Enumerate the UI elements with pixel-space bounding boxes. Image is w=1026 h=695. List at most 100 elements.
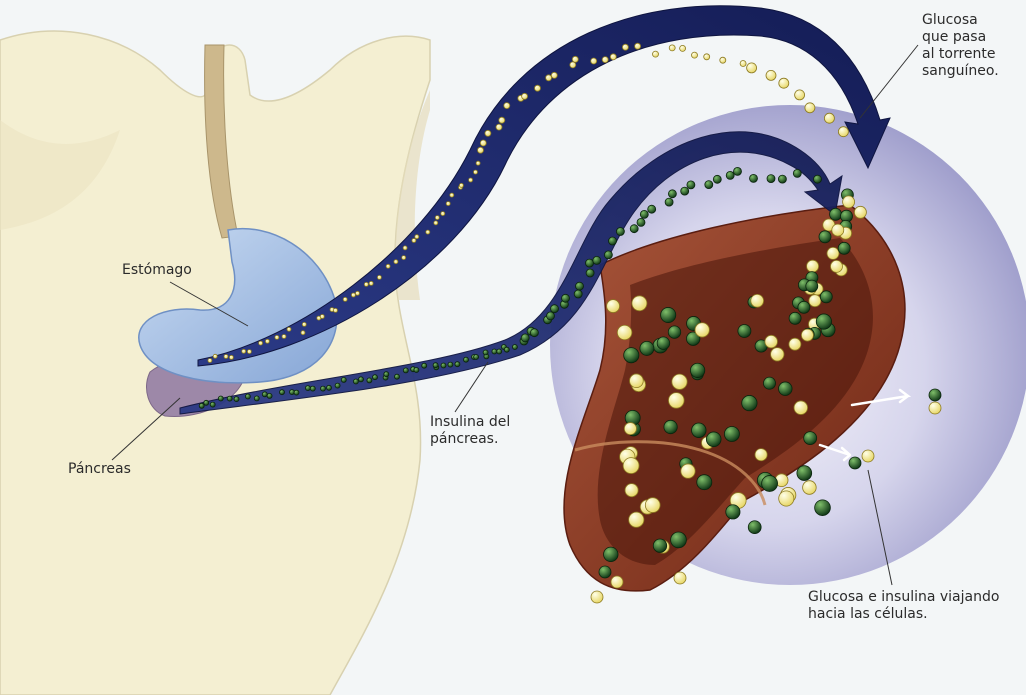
insulin-particle-icon (797, 466, 812, 481)
insulin-particle-icon (373, 375, 378, 380)
glucose-particle-icon (572, 56, 578, 62)
glucose-particle-icon (862, 450, 874, 462)
glucose-particle-icon (674, 572, 686, 584)
glucose-particle-icon (622, 44, 628, 50)
insulin-particle-icon (681, 187, 689, 195)
glucose-particle-icon (669, 45, 675, 51)
glucose-particle-icon (681, 464, 695, 478)
insulin-particle-icon (384, 372, 389, 377)
glucose-particle-icon (807, 260, 819, 272)
glucose-particle-icon (843, 196, 855, 208)
insulin-particle-icon (804, 432, 817, 445)
insulin-particle-icon (830, 208, 842, 220)
insulin-particle-icon (586, 269, 594, 277)
glucose-stream-line3: al torrente (922, 46, 996, 62)
insulin-particle-icon (422, 363, 427, 368)
glucose-particle-icon (469, 178, 473, 182)
insulin-particle-icon (562, 294, 570, 302)
insulin-particle-icon (750, 174, 758, 182)
insulin-particle-icon (687, 181, 695, 189)
insulin-particle-icon (199, 403, 204, 408)
glucose-particle-icon (629, 512, 644, 527)
glucose-particle-icon (755, 449, 767, 461)
insulin-label-line1: Insulina del (430, 414, 510, 430)
insulin-particle-icon (441, 363, 446, 368)
insulin-particle-icon (697, 475, 712, 490)
insulin-particle-icon (806, 280, 818, 292)
glucose-particle-icon (624, 423, 636, 435)
insulin-particle-icon (353, 379, 358, 384)
insulin-particle-icon (218, 396, 223, 401)
insulin-particle-icon (551, 305, 559, 313)
glucose-particle-icon (929, 402, 941, 414)
glucose-particle-icon (838, 127, 848, 137)
glucose-particle-icon (535, 85, 541, 91)
insulin-label-line2: páncreas. (430, 431, 498, 447)
insulin-particle-icon (814, 175, 822, 183)
insulin-particle-icon (849, 457, 861, 469)
glucose-particle-icon (771, 348, 784, 361)
glucose-particle-icon (426, 230, 430, 234)
glucose-particle-icon (275, 335, 279, 339)
insulin-particle-icon (547, 312, 555, 320)
insulin-particle-icon (234, 397, 239, 402)
glucose-particle-icon (551, 72, 557, 78)
insulin-particle-icon (604, 251, 612, 259)
glucose-particle-icon (607, 300, 620, 313)
glucose-stream-label: Glucosa que pasa al torrente sanguíneo. (922, 12, 1022, 80)
glucose-particle-icon (474, 170, 478, 174)
glucose-particle-icon (794, 401, 808, 415)
glucose-particle-icon (351, 293, 355, 297)
insulin-particle-icon (321, 386, 326, 391)
glucose-particle-icon (824, 113, 834, 123)
glucose-particle-icon (302, 322, 306, 326)
insulin-particle-icon (586, 259, 594, 267)
insulin-particle-icon (661, 307, 676, 322)
insulin-particle-icon (742, 395, 757, 410)
insulin-particle-icon (734, 167, 742, 175)
insulin-particle-icon (504, 347, 509, 352)
insulin-particle-icon (599, 566, 611, 578)
glucose-particle-icon (591, 58, 597, 64)
glucose-particle-icon (434, 221, 438, 225)
insulin-particle-icon (692, 423, 707, 438)
insulin-particle-icon (367, 378, 372, 383)
insulin-particle-icon (929, 389, 941, 401)
glucose-particle-icon (504, 103, 510, 109)
glucose-particle-icon (854, 206, 866, 218)
insulin-particle-icon (706, 432, 721, 447)
glucose-particle-icon (653, 51, 659, 57)
insulin-particle-icon (726, 505, 740, 519)
insulin-particle-icon (762, 476, 778, 492)
insulin-particle-icon (690, 363, 704, 377)
glucose-particle-icon (611, 576, 623, 588)
insulin-particle-icon (294, 390, 299, 395)
insulin-particle-icon (763, 377, 775, 389)
glucose-particle-icon (546, 75, 552, 81)
glucose-particle-icon (668, 393, 684, 409)
glucose-particle-icon (356, 291, 360, 295)
stomach-label-text: Estómago (122, 262, 192, 278)
glucose-particle-icon (602, 57, 608, 63)
glucose-particle-icon (485, 130, 491, 136)
insulin-particle-icon (604, 547, 618, 561)
insulin-particle-icon (820, 291, 832, 303)
glucose-particle-icon (320, 315, 324, 319)
pancreas-label: Páncreas (68, 461, 131, 478)
glucose-particle-icon (692, 52, 698, 58)
glucose-particle-icon (805, 103, 815, 113)
glucose-particle-icon (301, 331, 305, 335)
insulin-particle-icon (492, 349, 497, 354)
glucose-particle-icon (229, 355, 233, 359)
glucose-particle-icon (334, 308, 338, 312)
glucose-particle-icon (478, 147, 484, 153)
glucose-particle-icon (591, 591, 603, 603)
insulin-label: Insulina del páncreas. (430, 414, 550, 448)
insulin-particle-icon (335, 383, 340, 388)
insulin-particle-icon (245, 394, 250, 399)
insulin-particle-icon (789, 312, 801, 324)
glucose-particle-icon (704, 54, 710, 60)
glucose-particle-icon (369, 281, 373, 285)
glucose-particle-icon (801, 329, 813, 341)
pancreas-label-text: Páncreas (68, 461, 131, 477)
